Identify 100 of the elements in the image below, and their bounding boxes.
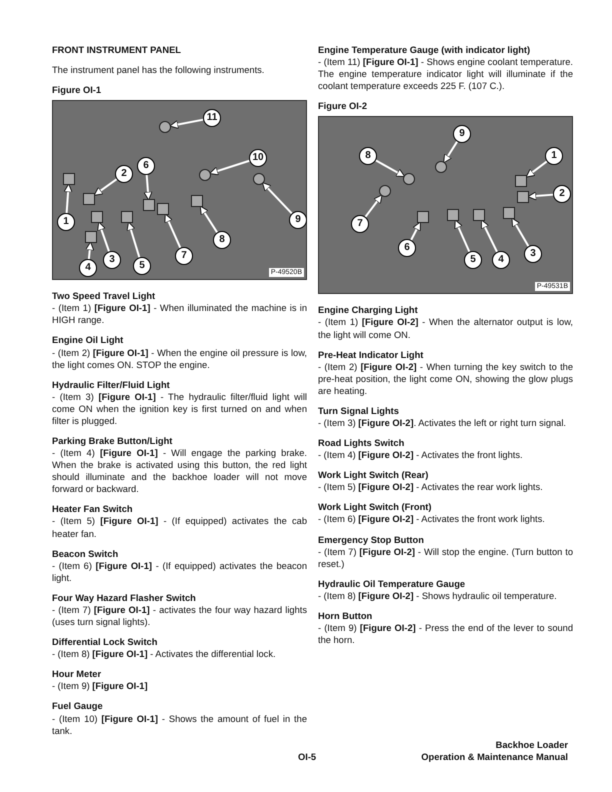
switch-part <box>91 211 103 224</box>
callout-number: 2 <box>115 165 133 184</box>
gauge-part <box>199 169 211 182</box>
item-heading: Engine Charging Light <box>318 304 419 316</box>
item-description: - (Item 1) [Figure OI-1] - When illuminated the machine is in HIGH range. <box>52 302 307 326</box>
item-description: - (Item 8) [Figure OI-2] - Shows hydraulic oil temperature. <box>318 590 558 602</box>
gauge-part <box>403 173 415 186</box>
figure-caption: Figure OI-2 <box>318 100 368 112</box>
item-heading: Fuel Gauge <box>52 700 104 712</box>
callout-number: 7 <box>351 215 369 234</box>
leader-arrow <box>164 214 182 248</box>
gauge-part <box>435 161 447 174</box>
switch-part <box>503 207 515 220</box>
switch-part <box>417 211 429 224</box>
leader-arrow <box>126 222 140 258</box>
leader-arrow <box>410 222 421 241</box>
item-description: - (Item 1) [Figure OI-2] - When the alternator output is low, the light will come ON. <box>318 316 573 341</box>
switch-part <box>83 193 95 206</box>
callout-number: 9 <box>289 211 307 230</box>
item-heading: Emergency Stop Button <box>318 534 425 546</box>
callout-number: 8 <box>213 231 231 250</box>
item-heading: Work Light Switch (Front) <box>318 501 432 514</box>
item-heading: Engine Temperature Gauge (with indicator light) <box>318 44 532 56</box>
item-description: - (Item 4) [Figure OI-2] - Activates the front lights. <box>318 449 524 462</box>
switch-part <box>447 209 459 222</box>
item-description: - (Item 10) [Figure OI-1] - Shows the amount of fuel in the tank. <box>52 712 307 737</box>
callout-number: 1 <box>57 213 75 232</box>
leader-arrow <box>209 160 250 176</box>
leader-arrow <box>144 175 152 201</box>
leader-arrow <box>375 160 406 178</box>
item-heading: Four Way Hazard Flasher Switch <box>52 592 197 604</box>
item-heading: Work Light Switch (Rear) <box>318 469 430 482</box>
item-heading: Heater Fan Switch <box>52 503 134 516</box>
item-description: - (Item 2) [Figure OI-1] - When the engine oil pressure is low, the light comes ON. STOP the engine. <box>52 346 307 371</box>
item-heading: Horn Button <box>318 610 374 622</box>
callout-number: 2 <box>553 185 571 204</box>
callout-number: 1 <box>545 147 563 166</box>
item-description: - (Item 5) [Figure OI-1] - (If equipped) activates the cab heater fan. <box>52 515 307 540</box>
leader-arrow <box>200 206 218 234</box>
callout-number: 8 <box>359 147 377 166</box>
leader-arrow <box>170 118 204 130</box>
switch-part <box>473 209 485 222</box>
item-description: - (Item 11) [Figure OI-1] - Shows engine coolant temperature. The engine temperature indicator light will illuminate if the coolant temperature exceeds 225 F. (107 C.). <box>318 56 573 92</box>
leader-arrow <box>94 178 118 196</box>
footer-text: Operation & Maintenance Manual <box>421 752 568 762</box>
leader-arrow <box>454 220 470 253</box>
item-description: - (Item 6) [Figure OI-2] - Activates the front work lights. <box>318 513 546 526</box>
gauge-part <box>253 173 265 186</box>
item-description: - (Item 6) [Figure OI-1] - (If equipped) activates the beacon light. <box>52 560 307 584</box>
switch-part <box>515 175 527 188</box>
switch-part <box>157 203 169 216</box>
intro-text: The instrument panel has the following instruments. <box>52 64 266 76</box>
item-heading: Hour Meter <box>52 668 102 680</box>
item-description: - (Item 7) [Figure OI-1] - activates the four way hazard lights (uses turn signal lights). <box>52 604 307 628</box>
item-heading: Beacon Switch <box>52 548 120 560</box>
switch-part <box>85 231 97 244</box>
item-heading: Two Speed Travel Light <box>52 290 156 302</box>
callout-number: 9 <box>453 125 471 144</box>
callout-number: 11 <box>203 109 221 128</box>
switch-part <box>143 199 155 212</box>
callout-number: 4 <box>79 259 97 278</box>
leader-arrow <box>528 192 554 201</box>
leader-arrow <box>97 222 110 252</box>
callout-number: 4 <box>492 251 510 270</box>
item-description: - (Item 3) [Figure OI-2]. Activates the left or right turn signal. <box>318 417 568 430</box>
item-description: - (Item 9) [Figure OI-1] <box>52 680 149 692</box>
item-description: - (Item 4) [Figure OI-1] - Will engage the parking brake. When the brake is activated using this button, the red light should illuminate and the backhoe loader will not move forward or backward. <box>52 447 307 496</box>
callout-number: 5 <box>133 257 151 276</box>
item-heading: Hydraulic Filter/Fluid Light <box>52 378 171 391</box>
leader-arrow <box>512 218 530 248</box>
gauge-part <box>159 121 171 134</box>
leader-arrow <box>85 242 94 260</box>
item-heading: Differential Lock Switch <box>52 636 158 648</box>
item-heading: Hydraulic Oil Temperature Gauge <box>318 578 466 590</box>
item-heading: Road Lights Switch <box>318 437 406 450</box>
figure-caption: Figure OI-1 <box>52 84 102 96</box>
callout-number: 5 <box>464 251 482 270</box>
callout-number: 3 <box>524 245 542 264</box>
leader-arrow <box>443 141 458 164</box>
item-heading: Engine Oil Light <box>52 334 124 347</box>
photo <box>52 100 307 280</box>
item-description: - (Item 3) [Figure OI-1] - The hydraulic filter/fluid light will come ON when the ignition key is first turned on and when filter is plugged. <box>52 390 307 428</box>
item-description: - (Item 7) [Figure OI-2] - Will stop the engine. (Turn button to reset.) <box>318 546 573 570</box>
callout-number: 7 <box>175 247 193 266</box>
gauge-part <box>379 185 391 198</box>
leader-arrow <box>64 184 72 214</box>
leader-arrow <box>481 220 498 253</box>
callout-number: 6 <box>398 239 416 258</box>
photo <box>318 116 573 294</box>
footer-text: Backhoe Loader <box>496 740 568 750</box>
callout-number: 3 <box>103 251 121 270</box>
item-heading: Turn Signal Lights <box>318 404 400 418</box>
item-description: - (Item 8) [Figure OI-1] - Activates the differential lock. <box>52 648 277 660</box>
leader-arrow <box>526 161 548 178</box>
section-heading: FRONT INSTRUMENT PANEL <box>52 44 182 56</box>
item-heading: Pre-Heat Indicator Light <box>318 348 424 361</box>
leader-arrow <box>262 182 293 214</box>
switch-part <box>121 211 133 224</box>
item-description: - (Item 9) [Figure OI-2] - Press the end of the lever to sound the horn. <box>318 622 573 646</box>
item-description: - (Item 5) [Figure OI-2] - Activates the rear work lights. <box>318 481 544 494</box>
